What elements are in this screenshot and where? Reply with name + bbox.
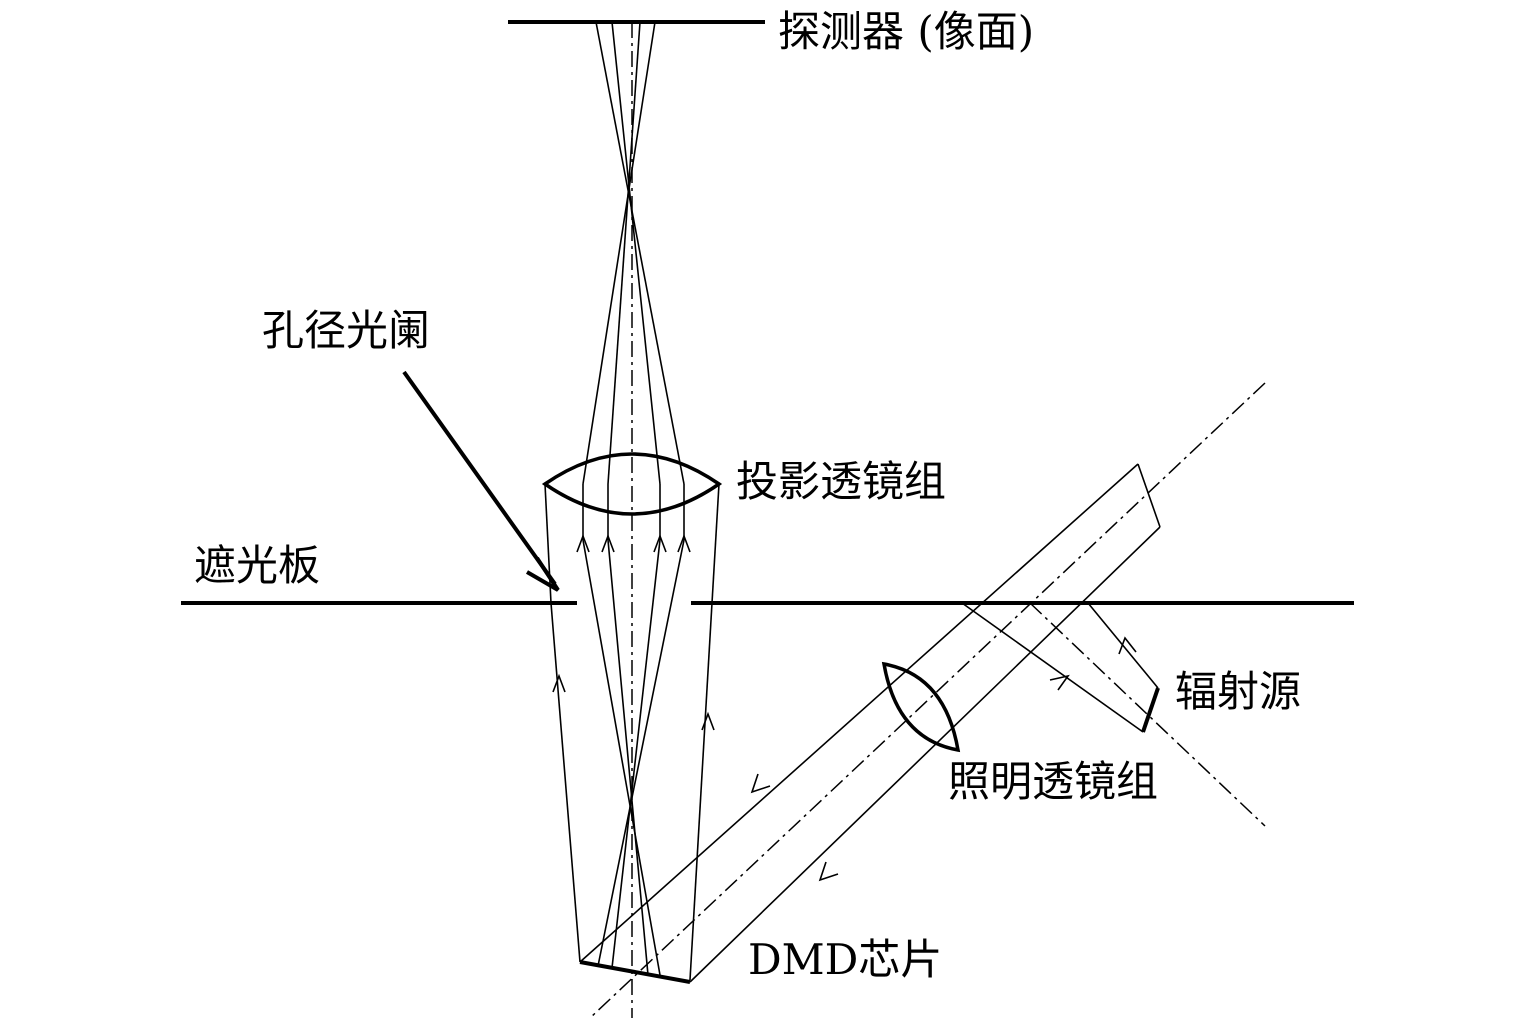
- upward-arrows: [552, 533, 715, 731]
- illumination-beam: [579, 463, 1161, 983]
- illumination-optical-axis: [589, 382, 1266, 1019]
- dmd-chip-label: DMD芯片: [748, 935, 942, 984]
- dmd-chip-surface: [579, 960, 691, 984]
- radiation-source: [961, 602, 1160, 733]
- aperture-stop-pointer: [402, 370, 557, 586]
- aperture-stop-arrowhead: [525, 556, 560, 592]
- illumination-lens: [881, 661, 961, 753]
- detector-label: 探测器 (像面): [778, 7, 1034, 56]
- aperture-stop-label: 孔径光阑: [262, 306, 430, 355]
- reflection-axis: [1029, 602, 1266, 827]
- shield-plate-label: 遮光板: [194, 541, 320, 590]
- illumination-lens-label: 照明透镜组: [948, 757, 1158, 806]
- radiation-source-label: 辐射源: [1175, 667, 1301, 716]
- illumination-arrows: [750, 773, 839, 882]
- projection-lens-label: 投影透镜组: [736, 457, 946, 506]
- projection-rays-upper: [582, 21, 685, 540]
